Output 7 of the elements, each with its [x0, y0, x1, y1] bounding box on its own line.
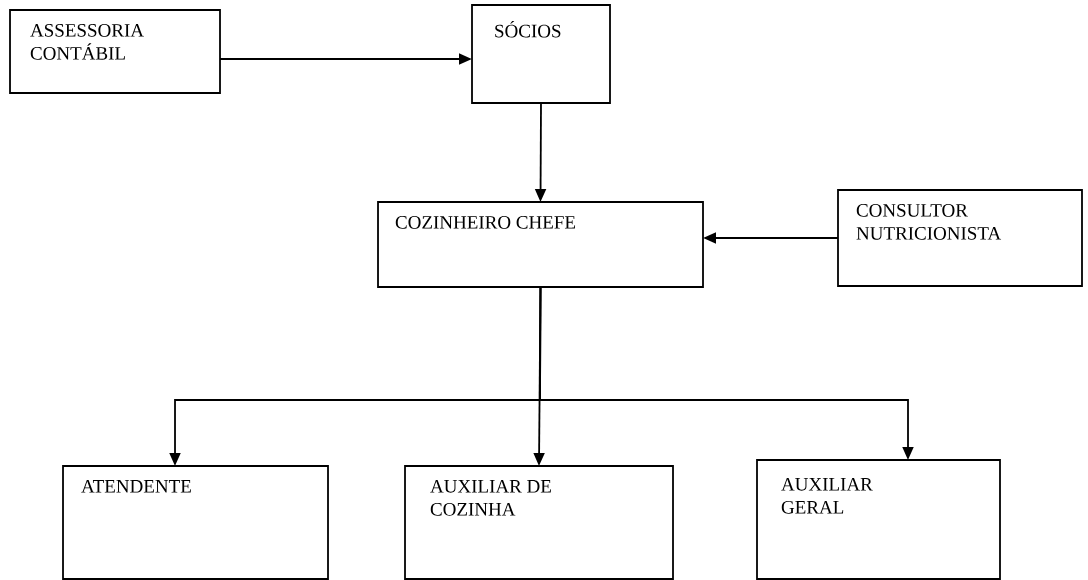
org-box: CONSULTOR NUTRICIONISTA	[837, 189, 1083, 287]
org-box: COZINHEIRO CHEFE	[377, 201, 704, 288]
org-box: ATENDENTE	[62, 465, 329, 580]
org-box: SÓCIOS	[471, 4, 611, 104]
org-box: AUXILIAR DE COZINHA	[404, 465, 674, 580]
org-box: AUXILIAR GERAL	[756, 459, 1001, 580]
org-box: ASSESSORIA CONTÁBIL	[9, 9, 221, 94]
